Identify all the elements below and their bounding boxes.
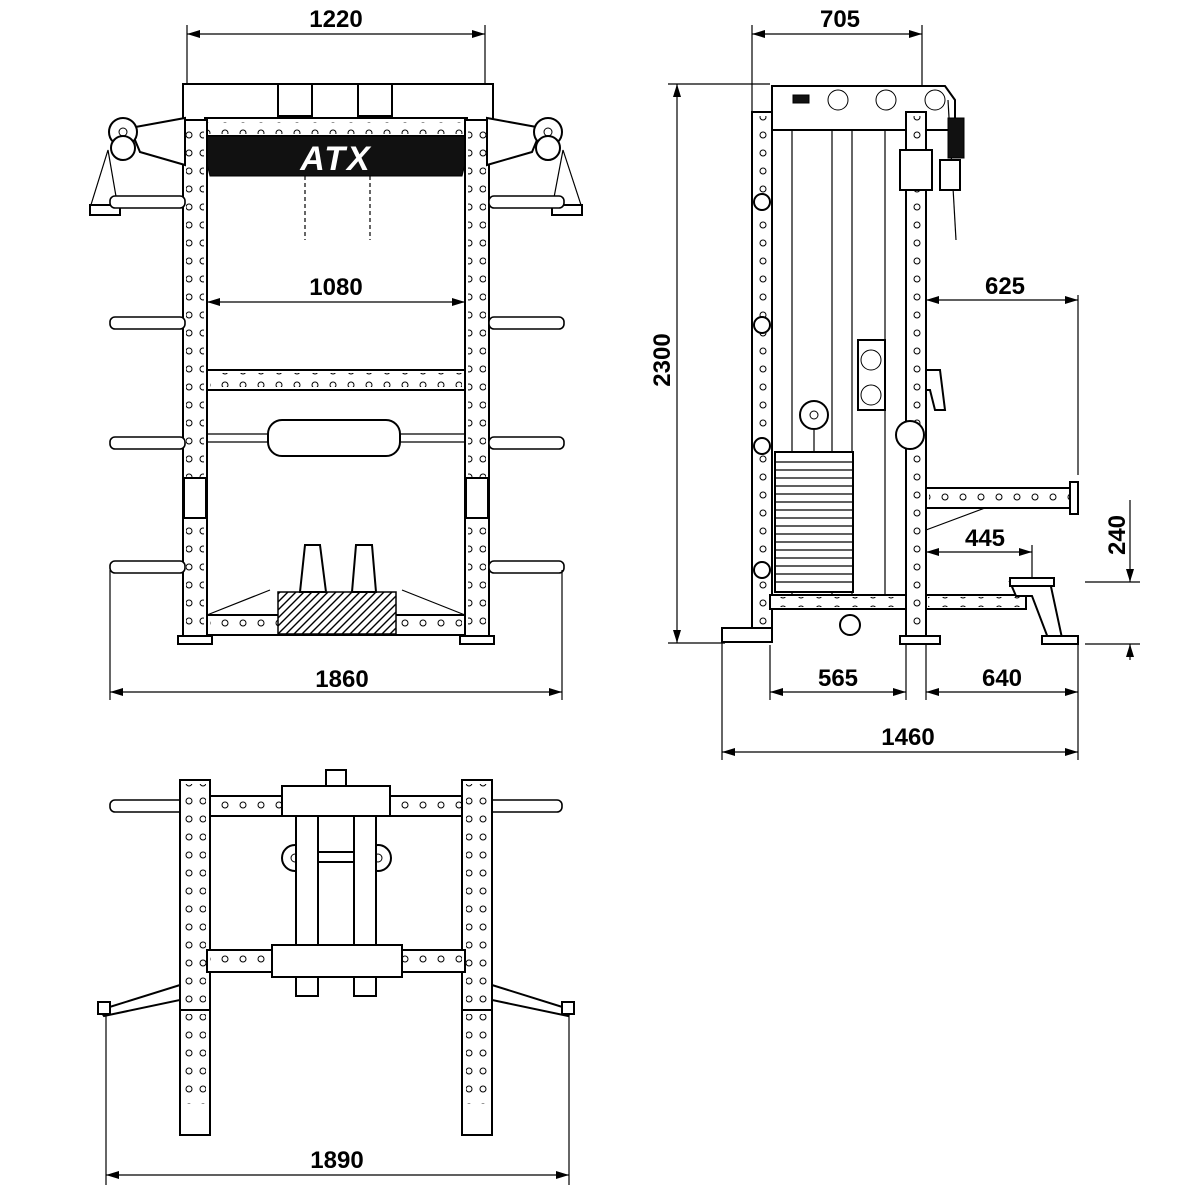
bar-pad bbox=[267, 419, 401, 457]
dim-front-depth: 640 bbox=[926, 665, 1078, 696]
dim-label-1860: 1860 bbox=[315, 666, 368, 693]
dim-pad-offset: 445 bbox=[926, 525, 1033, 580]
dim-label-625: 625 bbox=[985, 273, 1025, 300]
side-view: 705 2300 bbox=[649, 6, 1140, 760]
dim-label-705: 705 bbox=[820, 6, 860, 33]
dim-label-240: 240 bbox=[1104, 515, 1131, 555]
dim-arm-height: 240 bbox=[1085, 500, 1140, 660]
dim-height: 2300 bbox=[649, 83, 770, 644]
dim-label-640: 640 bbox=[982, 665, 1022, 692]
tread-plate bbox=[277, 591, 397, 635]
dim-rear-depth: 565 bbox=[770, 665, 906, 696]
dim-top-depth: 705 bbox=[751, 6, 923, 115]
dim-label-1220: 1220 bbox=[309, 6, 362, 33]
dim-base-width: 1860 bbox=[109, 570, 563, 700]
atx-logo: ATX bbox=[299, 140, 372, 178]
dim-label-445: 445 bbox=[965, 525, 1005, 552]
front-view: 1220 ATX bbox=[89, 6, 583, 700]
dim-label-1460: 1460 bbox=[881, 724, 934, 751]
dim-total-width-top: 1890 bbox=[105, 1015, 570, 1185]
dim-top-width: 1220 bbox=[186, 6, 486, 120]
dim-label-565: 565 bbox=[818, 665, 858, 692]
weight-stack bbox=[774, 430, 854, 593]
dim-label-1080: 1080 bbox=[309, 274, 362, 301]
dim-label-1890: 1890 bbox=[310, 1147, 363, 1174]
dim-label-2300: 2300 bbox=[649, 333, 676, 386]
top-view: 1890 bbox=[97, 769, 575, 1185]
left-cable-arm bbox=[89, 116, 186, 216]
dim-arm-reach: 625 bbox=[926, 273, 1079, 475]
dim-total-depth: 1460 bbox=[722, 724, 1078, 756]
dim-inner-width: 1080 bbox=[207, 274, 465, 306]
right-cable-arm bbox=[486, 116, 583, 216]
